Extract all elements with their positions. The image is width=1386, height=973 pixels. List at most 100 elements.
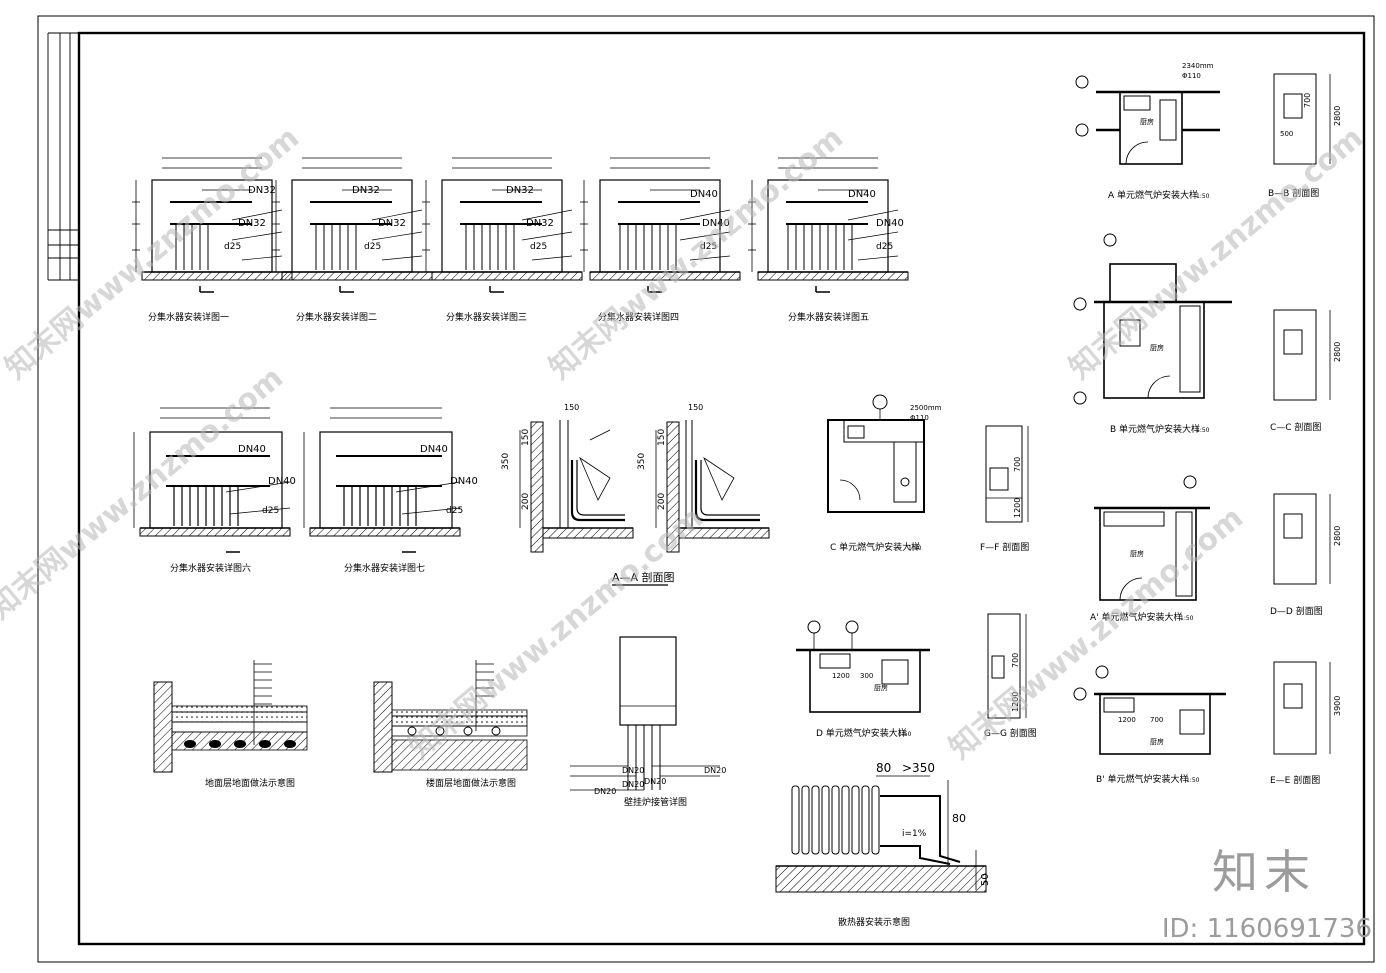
dim-2800: 2800 bbox=[1333, 106, 1342, 126]
pipe-label: d25 bbox=[262, 506, 279, 516]
dn-label: DN40 bbox=[238, 444, 266, 455]
pipe-label: d25 bbox=[446, 506, 463, 516]
pipe-label: DN20 bbox=[704, 766, 726, 775]
manifold-detail-7 bbox=[303, 407, 461, 553]
manifold-detail-5 bbox=[747, 157, 909, 293]
title-strip bbox=[47, 32, 79, 281]
dim-80: 80 bbox=[876, 761, 891, 775]
room: 厨房 bbox=[874, 683, 888, 692]
caption: 分集水器安装详图七 bbox=[344, 562, 425, 574]
dim-2800: 2800 bbox=[1333, 526, 1342, 546]
section-cc bbox=[1273, 309, 1331, 401]
dim-700: 700 bbox=[1011, 653, 1020, 668]
pipe-label: d25 bbox=[530, 242, 547, 252]
pipe-label: DN20 bbox=[622, 766, 644, 775]
section-gg bbox=[987, 613, 1027, 719]
pipe-label: DN20 bbox=[644, 777, 666, 786]
section-aa-left bbox=[519, 420, 634, 553]
plan-title: A' 单元燃气炉安装大样 bbox=[1090, 611, 1183, 623]
pipe-label: d25 bbox=[364, 242, 381, 252]
section-aa-title: A—A 剖面图 bbox=[612, 570, 675, 584]
scale: 1:50 bbox=[908, 545, 922, 552]
section-dd bbox=[1273, 493, 1331, 585]
plan-title: C 单元燃气炉安装大样 bbox=[830, 541, 920, 553]
scale: 1:50 bbox=[1196, 427, 1210, 434]
manifold-detail-6 bbox=[133, 407, 291, 553]
dn-label: DN40 bbox=[702, 218, 730, 229]
scale: 1:50 bbox=[898, 731, 912, 738]
section-title: E—E 剖面图 bbox=[1270, 774, 1320, 786]
plan-title: D 单元燃气炉安装大样 bbox=[816, 727, 907, 739]
kitchen-plan-b2 bbox=[1073, 665, 1226, 755]
dn-label: DN32 bbox=[238, 218, 266, 229]
section-title: C—C 剖面图 bbox=[1270, 421, 1321, 433]
flue-len: 2500mm bbox=[910, 404, 942, 412]
dim-50: 50 bbox=[980, 873, 991, 886]
manifold-detail-1 bbox=[131, 157, 293, 293]
dim-500: 500 bbox=[1280, 130, 1293, 138]
dim-350: 350 bbox=[501, 453, 511, 470]
boiler-detail bbox=[570, 636, 720, 791]
caption: 分集水器安装详图三 bbox=[446, 311, 527, 323]
floor-detail-upper bbox=[373, 660, 528, 773]
dn-label: DN32 bbox=[248, 185, 276, 196]
dn-label: DN40 bbox=[420, 444, 448, 455]
manifold-detail-3 bbox=[421, 157, 583, 293]
watermark: 知末网www.znzmo.com bbox=[0, 360, 290, 626]
kitchen-plan-c bbox=[827, 394, 925, 513]
dn-label: DN32 bbox=[352, 185, 380, 196]
plan-title: B 单元燃气炉安装大样 bbox=[1110, 423, 1200, 435]
pipe-label: DN20 bbox=[622, 780, 644, 789]
section-ee bbox=[1273, 661, 1331, 755]
manifold-detail-4 bbox=[579, 157, 741, 293]
section-aa-right bbox=[655, 420, 770, 553]
kitchen-plan-d bbox=[796, 620, 930, 713]
dim-3900: 3900 bbox=[1333, 696, 1342, 716]
dn-label: DN40 bbox=[268, 476, 296, 487]
dn-label: DN32 bbox=[378, 218, 406, 229]
caption: 分集水器安装详图二 bbox=[296, 311, 377, 323]
caption: 分集水器安装详图一 bbox=[148, 311, 229, 323]
caption: 分集水器安装详图五 bbox=[788, 311, 869, 323]
dim-350: >350 bbox=[902, 761, 935, 775]
dim-350: 350 bbox=[637, 453, 647, 470]
dim-150: 150 bbox=[521, 429, 531, 446]
dim-80: 80 bbox=[952, 812, 966, 825]
watermark-layer: 知末网www.znzmo.com 知末网www.znzmo.com 知末网www… bbox=[0, 120, 1370, 766]
dn-label: DN40 bbox=[876, 218, 904, 229]
dn-label: DN32 bbox=[506, 185, 534, 196]
dim-800: 700 bbox=[1150, 716, 1163, 724]
dn-label: DN40 bbox=[690, 189, 718, 200]
plan-title: A 单元燃气炉安装大样 bbox=[1108, 189, 1198, 201]
dim-300: 300 bbox=[860, 672, 873, 680]
manifold-detail-2 bbox=[271, 157, 433, 293]
caption: 地面层地面做法示意图 bbox=[205, 777, 295, 789]
dn-label: DN32 bbox=[526, 218, 554, 229]
room: 厨房 bbox=[1150, 737, 1164, 746]
kitchen-plan-b bbox=[1073, 233, 1232, 405]
dn-label: DN40 bbox=[848, 189, 876, 200]
dim-200: 200 bbox=[521, 493, 531, 510]
dim-1200: 1200 bbox=[832, 672, 850, 680]
room: 厨房 bbox=[1150, 343, 1164, 352]
pipe-label: DN20 bbox=[594, 787, 616, 796]
plan-title: B' 单元燃气炉安装大样 bbox=[1096, 773, 1189, 785]
caption: 壁挂炉接管详图 bbox=[624, 796, 687, 808]
dim-1200: 1200 bbox=[1118, 716, 1136, 724]
dim-2800: 2800 bbox=[1333, 342, 1342, 362]
dim-700: 700 bbox=[1303, 93, 1312, 108]
image-id: ID: 1160691736 bbox=[1161, 914, 1372, 944]
room: 厨房 bbox=[1130, 549, 1144, 558]
dim-700: 700 bbox=[1013, 457, 1022, 472]
section-bb bbox=[1273, 73, 1331, 165]
dim-150-w: 150 bbox=[564, 403, 579, 412]
flue: Φ110 bbox=[910, 414, 929, 422]
slope-label: i=1% bbox=[902, 829, 927, 839]
dim-1200: 1200 bbox=[1011, 692, 1020, 712]
scale: 1:50 bbox=[1180, 615, 1194, 622]
pipe-label: d25 bbox=[700, 242, 717, 252]
scale: 1:50 bbox=[1196, 193, 1210, 200]
kitchen-plan-a bbox=[1075, 75, 1220, 165]
section-title: D—D 剖面图 bbox=[1270, 605, 1323, 617]
